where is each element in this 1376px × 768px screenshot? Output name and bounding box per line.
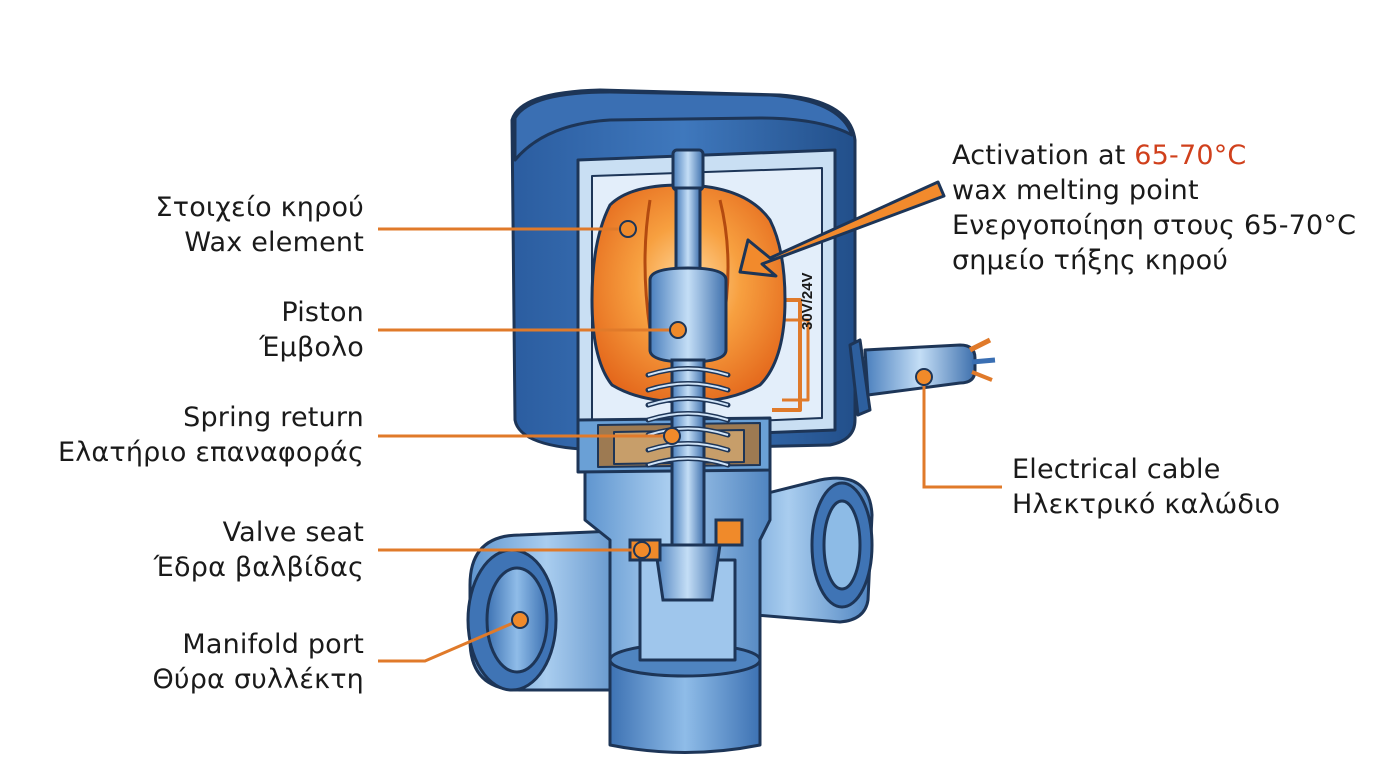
label-electrical-cable-greek: Ηλεκτρικό καλώδιο (1012, 489, 1281, 520)
leader-manifold-port (378, 618, 521, 663)
leader-dots (511, 220, 933, 629)
label-wax-element: Στοιχείο κηρού Wax element (155, 190, 364, 260)
label-piston: Piston Έμβολο (259, 295, 364, 365)
label-activation: Activation at 65-70°C wax melting point … (952, 138, 1356, 278)
label-piston-greek: Έμβολο (259, 332, 364, 363)
label-electrical-cable: Electrical cable Ηλεκτρικό καλώδιο (1012, 452, 1280, 522)
label-spring-return-english: Spring return (183, 402, 364, 433)
leader-electrical-cable (922, 377, 1002, 489)
label-valve-seat: Valve seat Έδρα βαλβίδας (154, 515, 364, 585)
return-spring-highlight (647, 367, 729, 466)
voltage-marking: 30V/24V (799, 272, 816, 330)
label-manifold-port-greek: Θύρα συλλέκτη (152, 664, 364, 695)
label-activation-temperature: 65-70°C (1134, 140, 1247, 171)
label-valve-seat-greek: Έδρα βαλβίδας (153, 552, 364, 583)
piston-assembly (648, 148, 728, 602)
label-spring-return: Spring return Ελατήριο επαναφοράς (58, 400, 364, 470)
label-activation-line4: σημείο τήξης κηρού (952, 245, 1229, 276)
label-activation-line1: Activation at 65-70°C (952, 138, 1356, 173)
activation-arrow (738, 180, 946, 278)
label-manifold-port-english: Manifold port (182, 629, 364, 660)
label-manifold-port: Manifold port Θύρα συλλέκτη (152, 627, 364, 697)
valve-body (466, 468, 874, 754)
leader-lines (378, 227, 1002, 663)
label-activation-line2: wax melting point (952, 175, 1199, 206)
label-wax-element-greek: Στοιχείο κηρού (155, 192, 364, 223)
label-electrical-cable-english: Electrical cable (1012, 454, 1221, 485)
label-activation-prefix: Activation at (952, 140, 1135, 171)
label-valve-seat-english: Valve seat (222, 517, 364, 548)
label-piston-english: Piston (281, 297, 364, 328)
label-spring-return-greek: Ελατήριο επαναφοράς (57, 437, 364, 468)
label-wax-element-english: Wax element (184, 227, 364, 258)
label-activation-line3: Ενεργοποίηση στους 65-70°C (952, 210, 1357, 241)
